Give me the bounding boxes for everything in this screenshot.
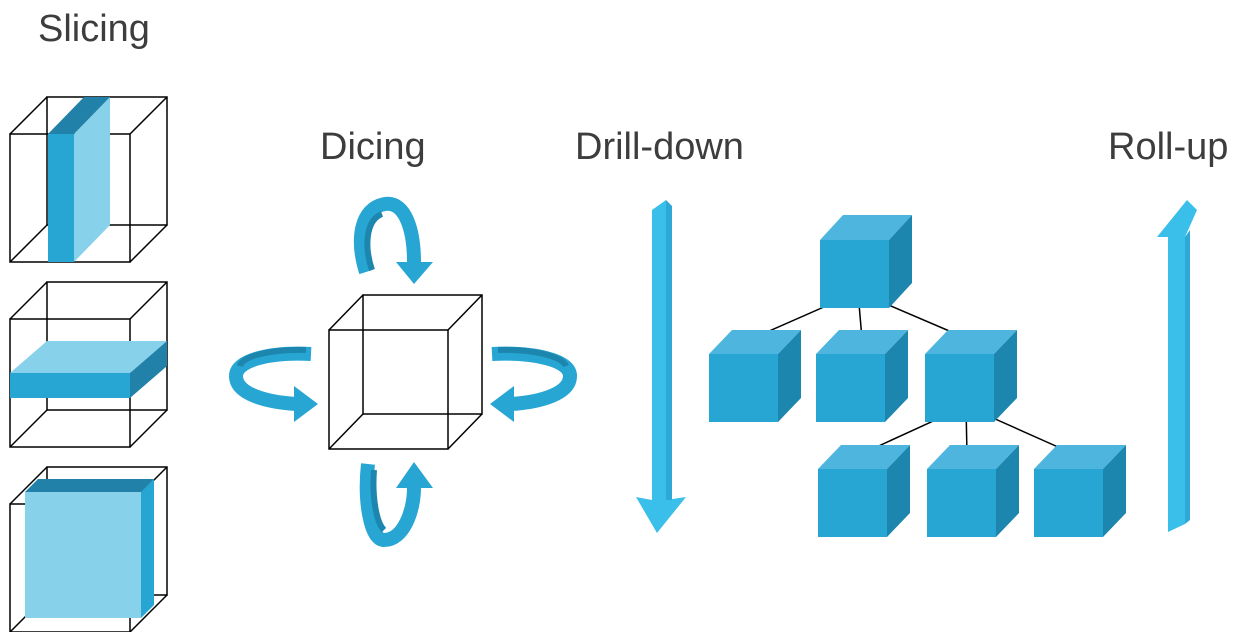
hierarchy-cube-level3-1 xyxy=(818,445,910,537)
hierarchy-cube-level3-2 xyxy=(927,445,1019,537)
hierarchy-cube-level2-1 xyxy=(709,330,801,422)
rotate-arrow-left-icon xyxy=(228,346,318,422)
hierarchy-cube-root xyxy=(820,215,912,308)
drill-down-arrow-icon xyxy=(636,200,686,533)
hierarchy-cube-level3-3 xyxy=(1034,445,1126,537)
drill-down-label: Drill-down xyxy=(575,126,744,168)
dicing-label: Dicing xyxy=(320,126,426,168)
roll-up-arrow-icon xyxy=(1157,200,1197,532)
hierarchy-cube-level2-3 xyxy=(925,330,1017,422)
slicing-cube-horizontal xyxy=(9,281,168,448)
rotate-arrow-right-icon xyxy=(490,346,578,422)
slicing-cube-front xyxy=(9,466,168,632)
rotate-arrow-bottom-icon xyxy=(359,462,433,548)
hierarchy-cube-level2-2 xyxy=(816,330,908,422)
dicing-cube xyxy=(328,294,483,450)
slicing-label: Slicing xyxy=(38,8,150,50)
slicing-cube-vertical xyxy=(9,96,168,263)
roll-up-label: Roll-up xyxy=(1108,126,1229,168)
rotate-arrow-top-icon xyxy=(353,196,433,284)
